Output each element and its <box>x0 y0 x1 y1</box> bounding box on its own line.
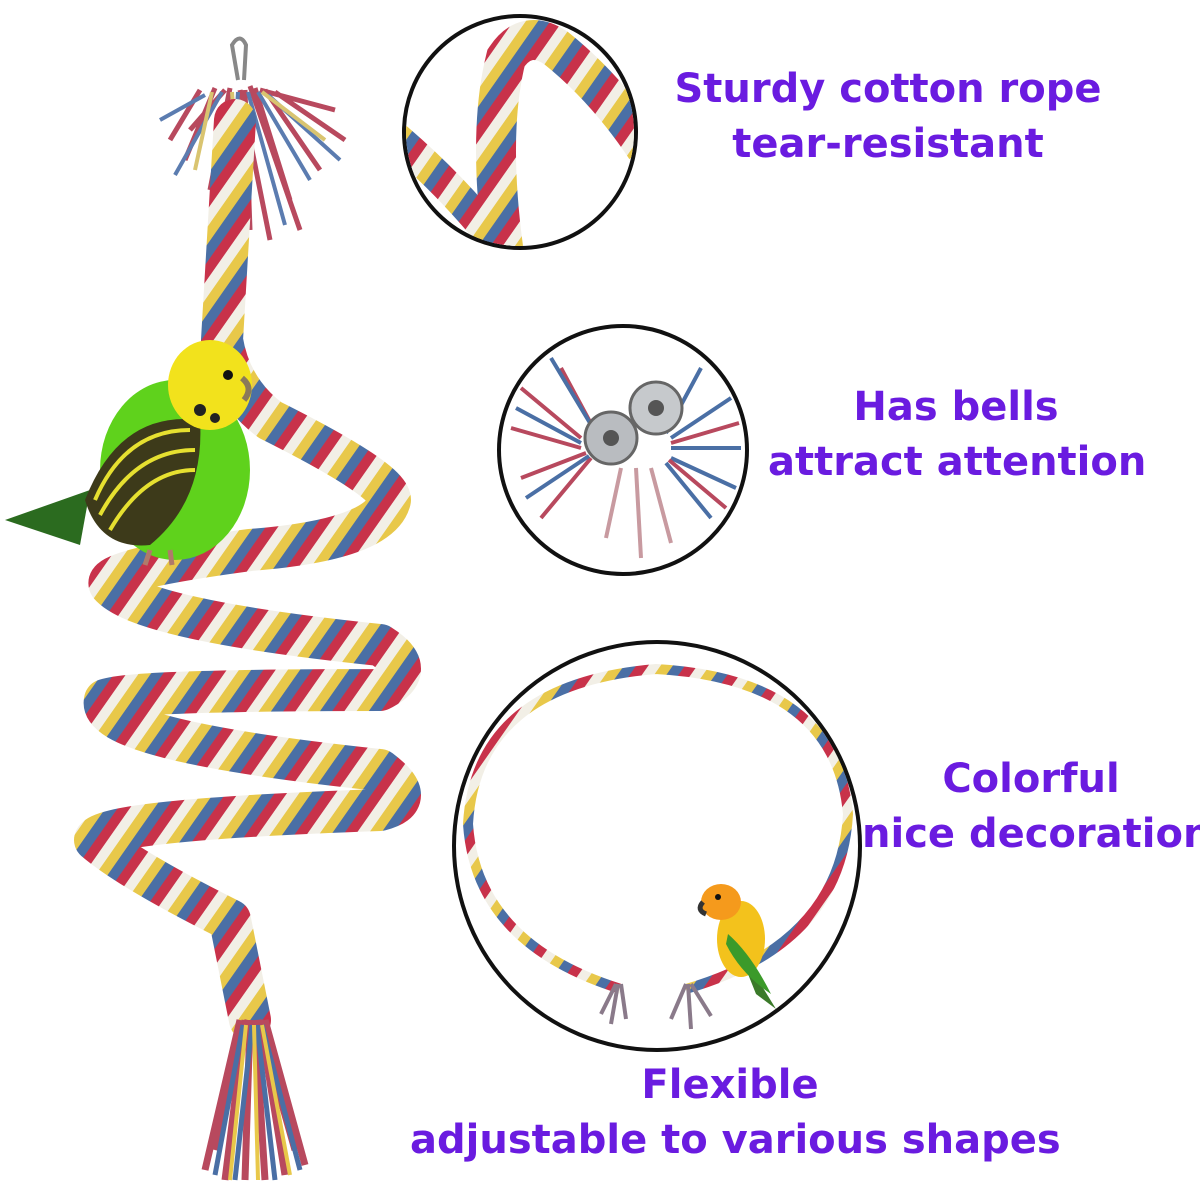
feature-4-line1: Flexible <box>641 1062 819 1108</box>
rope-ring-circle <box>452 640 862 1052</box>
feature-4-line2: adjustable to various shapes <box>410 1117 1061 1163</box>
feature-1-text: Sturdy cotton rope tear-resistant <box>660 62 1116 172</box>
feature-4-text: Flexible adjustable to various shapes <box>410 1058 1061 1168</box>
budgie-illustration <box>5 340 252 566</box>
feature-3-line2: nice decoration <box>862 811 1200 857</box>
feature-2-text: Has bells attract attention <box>768 380 1147 490</box>
feature-3-text: Colorful nice decoration <box>862 752 1200 862</box>
feature-1-line1: Sturdy cotton rope <box>674 66 1102 112</box>
feature-2-line1: Has bells <box>853 384 1059 430</box>
parrot-illustration <box>697 884 776 1009</box>
rope-closeup-circle <box>402 14 638 250</box>
feature-1-line2: tear-resistant <box>732 121 1044 167</box>
bell-icon <box>583 380 684 466</box>
bottom-tassel <box>201 1019 309 1181</box>
bells-closeup-circle <box>497 324 749 576</box>
feature-2-line2: attract attention <box>768 439 1147 485</box>
feature-3-line1: Colorful <box>942 756 1120 802</box>
